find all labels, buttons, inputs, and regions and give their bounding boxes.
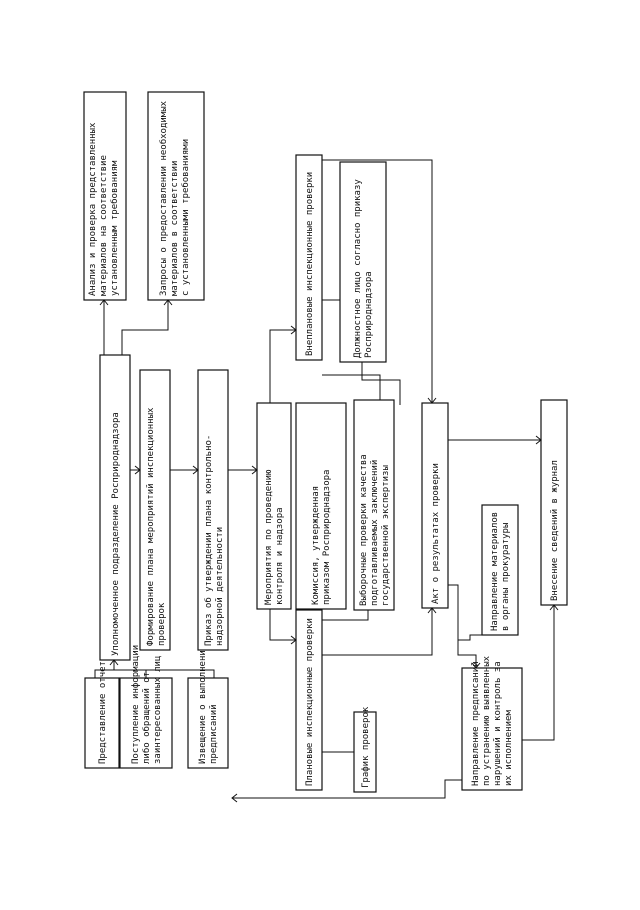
arrow-head-requests (163, 299, 173, 306)
box-commission-text: Комиссия, утвержденная приказом Росприро… (311, 470, 332, 605)
box-prosecutor-text: Направление материалов в органы прокурат… (490, 506, 511, 631)
box-planned: Плановые инспекционные проверки (295, 609, 323, 791)
box-measures: Мероприятия по проведению контроля и над… (256, 402, 292, 610)
connector-official-selective (361, 362, 401, 405)
box-requests-text: Запросы о предоставлении необходимых мат… (158, 96, 191, 297)
box-act-text: Акт о результатах проверки (431, 463, 441, 604)
arrow-head-order (192, 465, 199, 475)
box-analysis: Анализ и проверка представленных материа… (83, 91, 127, 301)
connector-planned-act (322, 608, 433, 656)
box-selective-text: Выборочные проверки качества подготавлив… (358, 449, 391, 606)
connector-act-prescriptions (457, 640, 477, 668)
arrow-head-notice (231, 793, 238, 803)
box-journal-text: Внесение сведений в журнал (550, 460, 560, 601)
arrow-head-plan (134, 465, 141, 475)
connector-unit-requests (121, 300, 169, 355)
box-reports: Представление отчетов (84, 650, 120, 769)
arrow-head-planned (290, 635, 297, 645)
box-notice: Извещение о выполнении предписаний (187, 639, 229, 769)
connector-unplanned-act (322, 159, 433, 403)
connector-planned-selective (322, 610, 369, 621)
box-measures-text: Мероприятия по проведению контроля и над… (264, 464, 285, 605)
box-journal: Внесение сведений в журнал (540, 399, 568, 606)
box-plan: Формирование плана мероприятий инспекцио… (139, 369, 171, 651)
connectors (94, 159, 559, 803)
box-unit: Уполномоченное подразделение Росприродна… (99, 354, 131, 661)
connector-inputs-merge (94, 669, 215, 678)
box-commission: Комиссия, утвержденная приказом Росприро… (295, 402, 347, 610)
arrow-head-journal-bottom (549, 604, 559, 611)
arrow-head-act-top (427, 397, 437, 404)
connector-act-prosecutor (458, 634, 482, 641)
box-plan-text: Формирование плана мероприятий инспекцио… (146, 402, 167, 646)
box-order-text: Приказ об утверждении плана контрольно- … (203, 429, 225, 646)
box-selective: Выборочные проверки качества подготавлив… (353, 399, 395, 611)
box-prescriptions: Направление предписаний по устранению вы… (461, 651, 523, 791)
box-notice-text: Извещение о выполнении предписаний (198, 639, 219, 764)
box-schedule: График проверок (353, 706, 377, 793)
arrow-head-analysis (99, 299, 109, 306)
box-analysis-text: Анализ и проверка представленных материа… (88, 117, 120, 296)
connector-act-down (448, 584, 459, 640)
box-prosecutor: Направление материалов в органы прокурат… (481, 504, 519, 636)
arrow-head-unplanned (290, 325, 297, 335)
connector-measures-unplanned (269, 329, 296, 403)
box-unit-text: Уполномоченное подразделение Росприродна… (111, 412, 121, 656)
arrow-head-prescriptions (471, 662, 481, 669)
box-official: Должностное лицо согласно приказу Роспри… (339, 161, 387, 363)
box-planned-text: Плановые инспекционные проверки (305, 618, 315, 786)
box-prescriptions-text: Направление предписаний по устранению вы… (471, 651, 514, 786)
box-unplanned: Внеплановые инспекционные проверки (295, 154, 323, 361)
connector-measures-planned (269, 609, 296, 641)
box-act: Акт о результатах проверки (421, 402, 449, 609)
connector-feedback-loop (232, 779, 462, 799)
arrow-head-unit (109, 659, 119, 666)
box-order: Приказ об утверждении плана контрольно- … (197, 369, 229, 651)
arrow-head-measures (251, 465, 258, 475)
connector-unplanned-selective (322, 374, 381, 400)
arrow-head-act-bottom (427, 607, 437, 614)
arrow-head-journal (535, 435, 542, 445)
box-official-text: Должностное лицо согласно приказу Роспри… (353, 174, 374, 358)
box-schedule-text: График проверок (361, 706, 371, 788)
box-requests: Запросы о предоставлении необходимых мат… (147, 91, 205, 301)
box-info-text: Поступление информации либо обращений от… (131, 639, 163, 764)
box-reports-text: Представление отчетов (98, 650, 108, 764)
box-unplanned-text: Внеплановые инспекционные проверки (305, 172, 315, 356)
connector-prescriptions-journal (522, 605, 555, 741)
